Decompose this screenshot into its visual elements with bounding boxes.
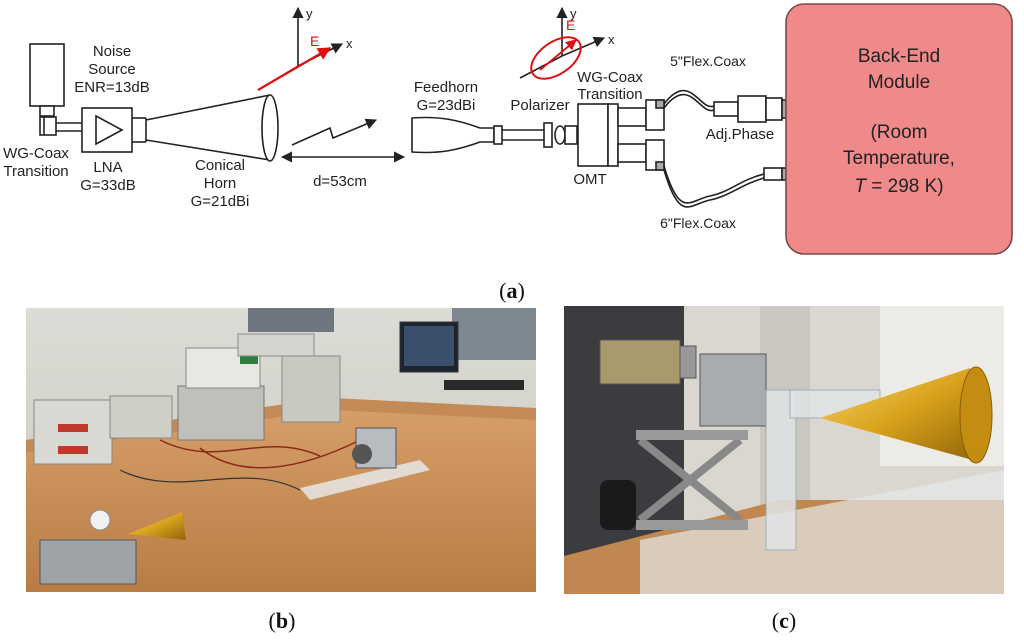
back-end-line-3: (Room <box>870 122 927 143</box>
axis-y-left: y <box>306 6 313 21</box>
e-field-right: E <box>566 17 575 33</box>
noise-source-label-2: Source <box>88 61 136 78</box>
conical-horn-label-2: Horn <box>204 175 237 192</box>
schematic-labels: Noise Source ENR=13dB WG-Coax Transition… <box>3 6 955 231</box>
coax-5-label: 5"Flex.Coax <box>670 53 746 69</box>
wg-coax-left-label-1: WG-Coax <box>3 145 69 162</box>
wg-coax-right-label-1: WG-Coax <box>577 69 643 86</box>
adjustable-phase-shifter <box>713 101 739 117</box>
axis-x-left: x <box>346 36 353 51</box>
lna-label-1: LNA <box>93 159 122 176</box>
flex-coax-6 <box>663 165 765 204</box>
feedhorn-shape <box>411 116 495 154</box>
schematic-panel <box>29 3 1013 255</box>
back-end-module-box <box>785 3 1013 255</box>
back-end-line-5: T = 298 K) <box>854 176 943 197</box>
distance-label: d=53cm <box>313 173 367 190</box>
panel-label-c: (c) <box>772 608 796 633</box>
lna-label-2: G=33dB <box>80 177 135 194</box>
conical-horn-label-3: G=21dBi <box>191 193 250 210</box>
noise-source-label-3: ENR=13dB <box>74 79 149 96</box>
coax-6-label: 6"Flex.Coax <box>660 215 736 231</box>
noise-source-label-1: Noise <box>93 43 131 60</box>
flex-coax-5 <box>663 89 715 108</box>
temperature-value: = 298 K) <box>866 176 944 197</box>
noise-source-box <box>29 43 65 107</box>
lab-bench-photo <box>26 308 536 592</box>
radiation-zigzag <box>291 118 378 146</box>
panel-label-a: (a) <box>499 278 525 303</box>
feedhorn-label-1: Feedhorn <box>414 79 478 96</box>
amplifier-icon <box>95 114 124 146</box>
back-end-line-1: Back-End <box>858 46 940 67</box>
polarizer-shape <box>543 122 553 148</box>
omt-box <box>577 103 609 167</box>
panel-label-b: (b) <box>269 608 296 633</box>
wg-coax-right-label-2: Transition <box>577 86 642 103</box>
omt-label: OMT <box>573 171 606 188</box>
feedhorn-label-2: G=23dBi <box>417 97 476 114</box>
wg-coax-left-label-2: Transition <box>3 163 68 180</box>
wg-coax-transition-left <box>39 116 57 136</box>
axis-y-right: y <box>570 6 577 21</box>
adj-phase-label: Adj.Phase <box>706 126 774 143</box>
back-end-line-4: Temperature, <box>843 148 955 169</box>
temperature-symbol: T <box>854 176 867 197</box>
axis-x-right: x <box>608 32 615 47</box>
coordinate-frame-left <box>257 6 344 91</box>
polarization-ellipse <box>530 36 582 80</box>
back-end-line-2: Module <box>868 72 930 93</box>
conical-horn-label-1: Conical <box>195 157 245 174</box>
conical-horn-shape <box>145 94 271 161</box>
e-field-left: E <box>310 33 319 49</box>
coordinate-frame-right <box>519 6 606 80</box>
horn-antenna-photo <box>564 306 1004 594</box>
polarizer-label: Polarizer <box>510 97 569 114</box>
